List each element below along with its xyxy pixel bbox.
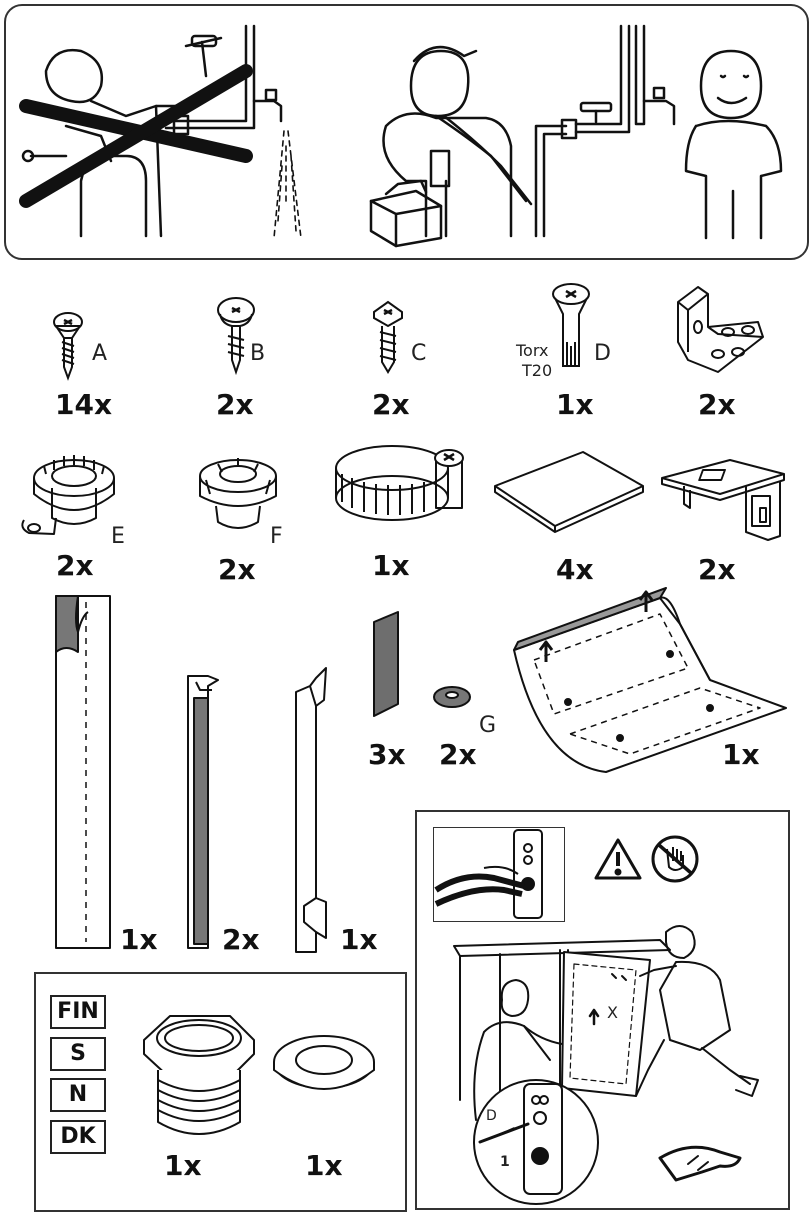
screw-b-icon	[217, 297, 255, 376]
hook-strip-icon	[295, 667, 327, 953]
part-a-letter: A	[92, 341, 108, 366]
mount-bracket-quantity: 2x	[698, 553, 736, 586]
door-mounting-illustration	[453, 925, 759, 1205]
part-b-quantity: 2x	[216, 388, 254, 421]
seal-ring-quantity: 1x	[305, 1149, 343, 1182]
part-e-quantity: 2x	[56, 549, 94, 582]
country-code-fin: FIN	[50, 995, 106, 1029]
step-number: 1	[500, 1154, 510, 1170]
part-d-letter: D	[594, 341, 611, 366]
washer-g-quantity: 2x	[439, 738, 477, 771]
template-sheet-quantity: 1x	[722, 738, 760, 771]
angle-bracket-icon	[677, 286, 764, 373]
country-code-n: N	[50, 1078, 106, 1112]
narrow-strip-quantity: 2x	[222, 923, 260, 956]
hose-clamp-icon	[335, 445, 464, 521]
part-c-letter: C	[411, 341, 427, 366]
part-f-letter: F	[270, 524, 283, 549]
door-lift-x-label: X	[607, 1003, 618, 1022]
mount-bracket-icon	[661, 459, 785, 541]
hose-clamp-quantity: 1x	[372, 549, 410, 582]
warning-triangle-icon	[594, 838, 642, 880]
adjustable-foot-e-icon	[21, 455, 115, 535]
small-strip-icon	[373, 611, 399, 717]
part-a-quantity: 14x	[55, 388, 113, 421]
screw-d-callout: D	[486, 1108, 497, 1124]
part-g-letter: G	[479, 713, 497, 738]
no-touch-prohibition-icon	[651, 835, 699, 883]
screw-c-icon	[373, 300, 403, 374]
tall-adhesive-strip-icon	[55, 595, 111, 949]
small-strip-quantity: 3x	[368, 738, 406, 771]
adjustable-foot-f-icon	[199, 458, 277, 529]
part-b-letter: B	[250, 341, 266, 366]
seal-ring-icon	[273, 1035, 375, 1090]
felt-pad-icon	[494, 451, 644, 533]
screw-a-icon	[53, 312, 83, 381]
washer-g-icon	[433, 686, 471, 708]
inset-hand-detail	[433, 827, 565, 922]
threaded-adapter-nut-icon	[143, 1015, 255, 1135]
part-d-quantity: 1x	[556, 388, 594, 421]
plumber-illustration	[19, 24, 783, 248]
country-code-dk: DK	[50, 1120, 106, 1154]
mounting-template-icon	[513, 587, 787, 773]
hook-strip-quantity: 1x	[340, 923, 378, 956]
narrow-strip-icon	[187, 675, 219, 949]
tall-strip-quantity: 1x	[120, 923, 158, 956]
felt-pad-quantity: 4x	[556, 553, 594, 586]
angle-bracket-quantity: 2x	[698, 388, 736, 421]
torx-label: Torx	[516, 341, 549, 360]
part-e-letter: E	[111, 524, 125, 549]
part-f-quantity: 2x	[218, 553, 256, 586]
torx-bit-icon	[552, 283, 590, 367]
adapter-nut-quantity: 1x	[164, 1149, 202, 1182]
part-c-quantity: 2x	[372, 388, 410, 421]
plumber-warning-banner	[4, 4, 809, 260]
hand-with-screwdriver-illustration	[434, 829, 543, 919]
country-code-s: S	[50, 1037, 106, 1071]
torx-size-label: T20	[522, 361, 553, 380]
